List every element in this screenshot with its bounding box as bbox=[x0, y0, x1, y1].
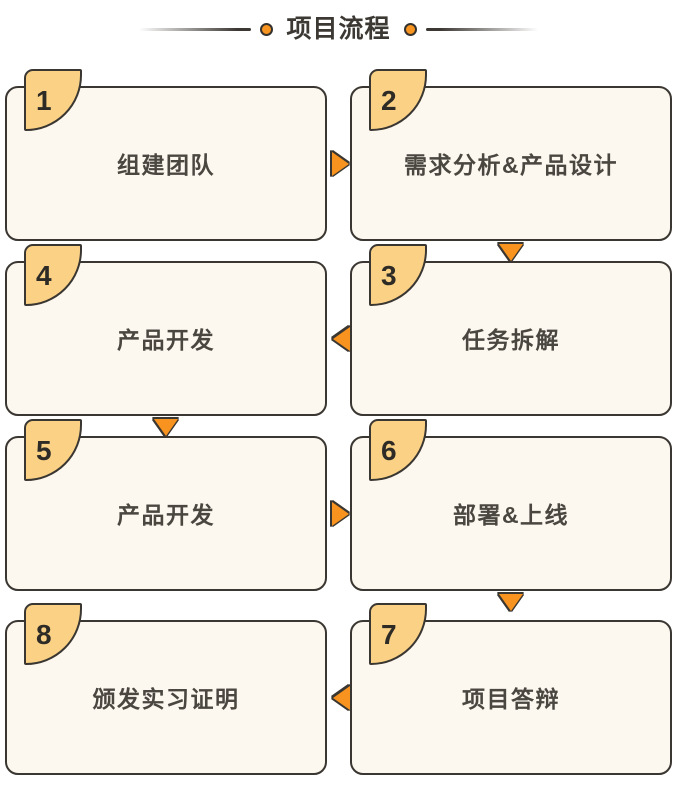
connector-arrow-down-2-to-3 bbox=[499, 244, 523, 261]
flow-card-2[interactable]: 2 需求分析&产品设计 bbox=[350, 69, 672, 241]
step-label: 产品开发 bbox=[117, 501, 215, 528]
step-number: 8 bbox=[36, 619, 52, 650]
step-badge-6: 6 bbox=[369, 419, 427, 481]
step-number: 5 bbox=[36, 435, 52, 466]
step-label: 颁发实习证明 bbox=[92, 685, 240, 712]
step-label: 部署&上线 bbox=[452, 501, 570, 528]
step-badge-1: 1 bbox=[24, 69, 82, 131]
page-title: 项目流程 bbox=[286, 14, 391, 43]
step-label: 项目答辩 bbox=[462, 685, 560, 712]
page-title-bar: 项目流程 bbox=[0, 0, 677, 58]
connector-arrow-down-4-to-5 bbox=[154, 419, 178, 436]
step-number: 4 bbox=[36, 260, 52, 291]
step-number: 7 bbox=[381, 619, 397, 650]
step-badge-7: 7 bbox=[369, 603, 427, 665]
step-number: 1 bbox=[36, 85, 52, 116]
step-number: 3 bbox=[381, 260, 397, 291]
flow-card-4[interactable]: 4 产品开发 bbox=[5, 244, 327, 416]
step-number: 2 bbox=[381, 85, 397, 116]
connector-arrow-left-3-to-4 bbox=[333, 326, 350, 351]
title-dot-right-icon bbox=[403, 22, 417, 36]
step-badge-4: 4 bbox=[24, 244, 82, 306]
step-badge-8: 8 bbox=[24, 603, 82, 665]
step-number: 6 bbox=[381, 435, 397, 466]
flow-card-3[interactable]: 3 任务拆解 bbox=[350, 244, 672, 416]
flow-card-1[interactable]: 1 组建团队 bbox=[5, 69, 327, 241]
step-badge-5: 5 bbox=[24, 419, 82, 481]
flow-card-7[interactable]: 7 项目答辩 bbox=[350, 603, 672, 775]
step-label: 产品开发 bbox=[117, 326, 215, 353]
connector-arrow-down-6-to-7 bbox=[499, 594, 523, 611]
flow-card-8[interactable]: 8 颁发实习证明 bbox=[5, 603, 327, 775]
flow-card-6[interactable]: 6 部署&上线 bbox=[350, 419, 672, 591]
title-rule-left bbox=[139, 27, 252, 31]
title-dot-left-icon bbox=[260, 22, 274, 36]
step-badge-3: 3 bbox=[369, 244, 427, 306]
step-badge-2: 2 bbox=[369, 69, 427, 131]
flow-card-5[interactable]: 5 产品开发 bbox=[5, 419, 327, 591]
flow-grid: 1 组建团队 2 需求分析&产品设计 3 任务拆解 4 产品开发 5 产品开发 6 部署&上线 7 项目答… bbox=[0, 62, 677, 797]
connector-arrow-right-5-to-6 bbox=[332, 501, 349, 526]
connector-arrow-left-7-to-8 bbox=[333, 685, 350, 710]
step-label: 任务拆解 bbox=[462, 326, 560, 353]
step-label: 组建团队 bbox=[117, 151, 215, 178]
connector-arrow-right-1-to-2 bbox=[332, 151, 349, 176]
title-rule-right bbox=[425, 27, 538, 31]
step-label: 需求分析&产品设计 bbox=[403, 151, 619, 178]
